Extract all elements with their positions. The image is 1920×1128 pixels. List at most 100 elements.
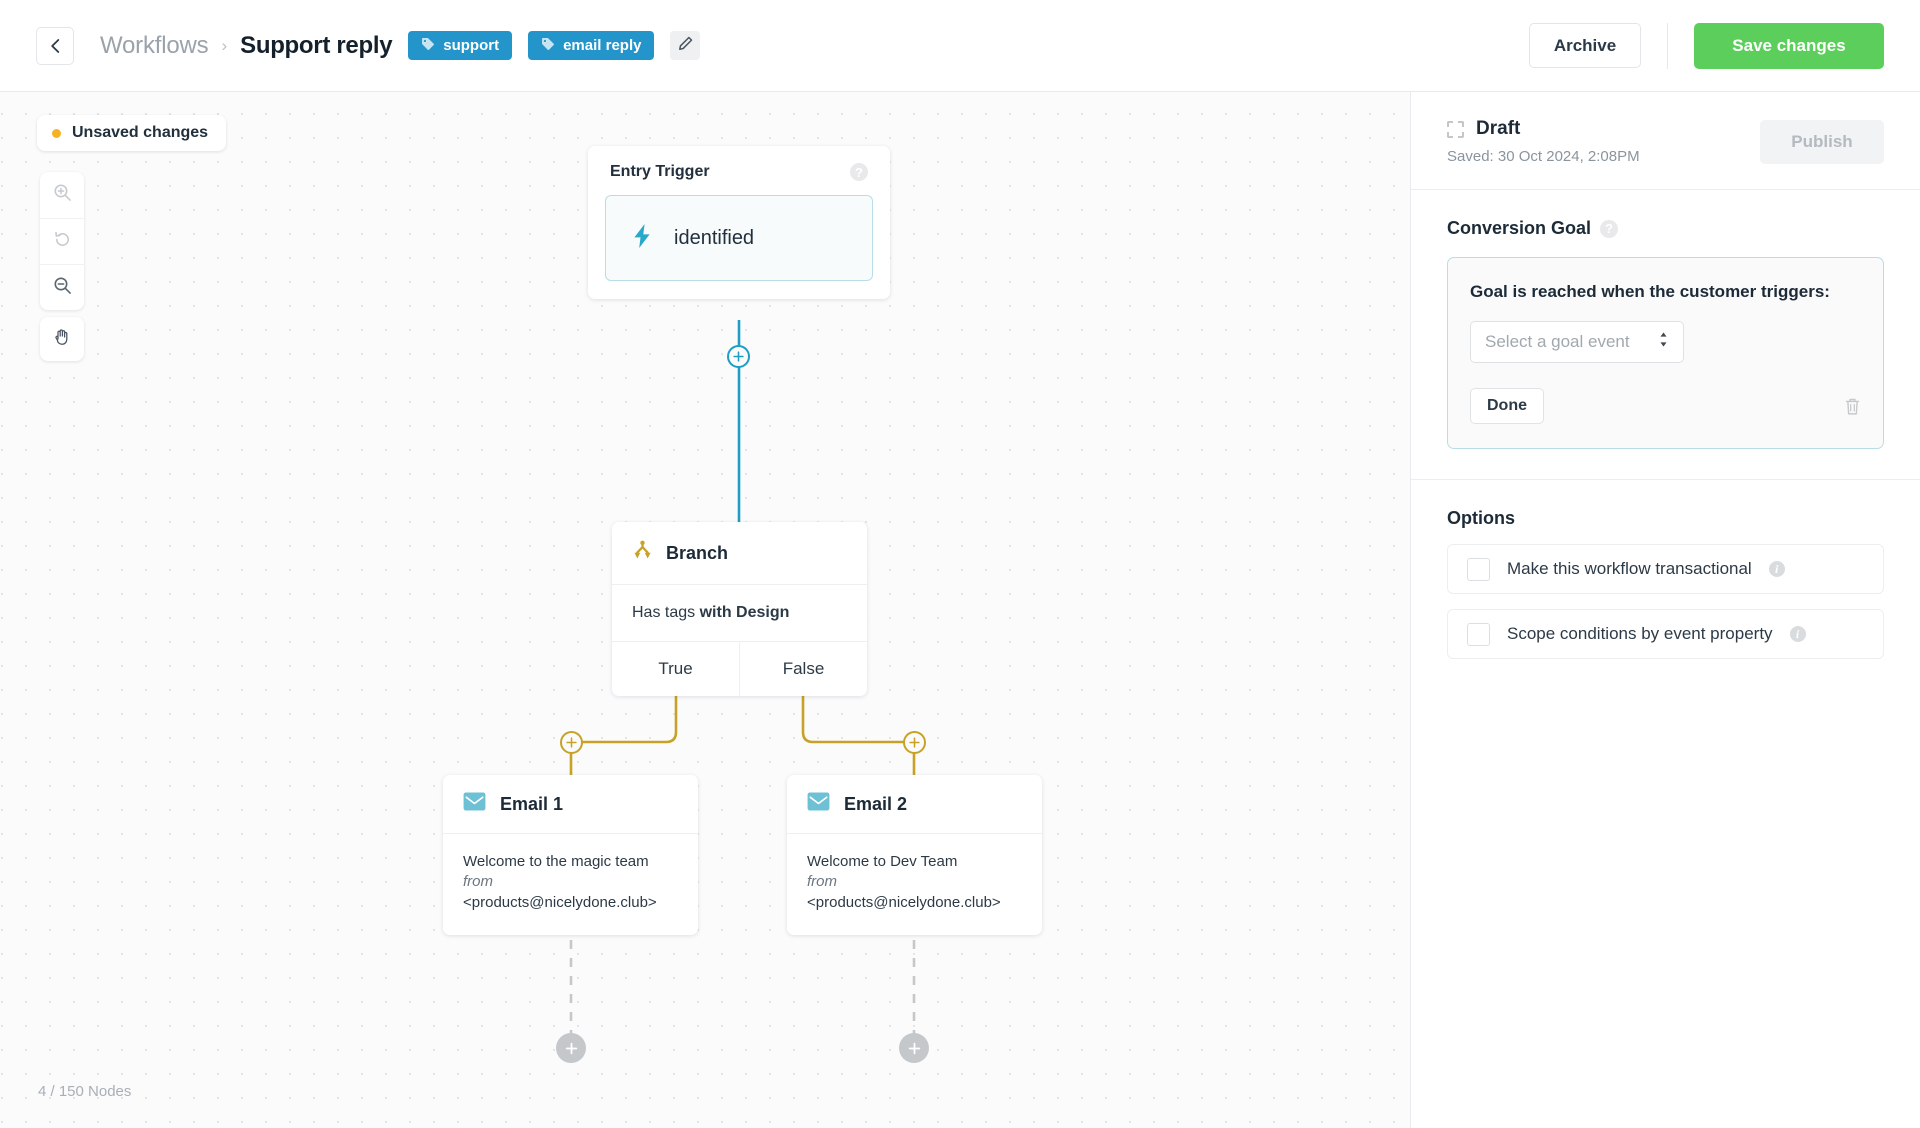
- branch-condition-prefix: Has tags: [632, 604, 696, 621]
- options-section: Options Make this workflow transactional…: [1411, 480, 1920, 659]
- goal-done-button[interactable]: Done: [1470, 388, 1544, 424]
- option-label: Scope conditions by event property: [1507, 624, 1773, 643]
- breadcrumb-separator: ›: [221, 35, 228, 55]
- publish-button[interactable]: Publish: [1760, 120, 1884, 164]
- branch-outputs: True False: [612, 642, 867, 696]
- entry-trigger-title: Entry Trigger: [610, 163, 710, 180]
- question-mark-icon[interactable]: ?: [850, 163, 868, 181]
- add-node-button-branch-false[interactable]: [903, 731, 926, 754]
- unsaved-dot-icon: [52, 128, 61, 138]
- add-node-button-after-email-2[interactable]: [899, 1033, 929, 1063]
- lightning-bolt-icon: [632, 223, 652, 254]
- conversion-goal-title: Conversion Goal: [1447, 218, 1592, 238]
- node-email-2[interactable]: Email 2 Welcome to Dev Team from <produc…: [787, 775, 1042, 935]
- branch-header: Branch: [612, 522, 867, 585]
- email-from-label: from: [807, 873, 837, 891]
- plus-icon: [909, 737, 920, 748]
- top-bar-actions: Archive Save changes: [1529, 22, 1920, 69]
- email-header: Email 2: [787, 775, 1042, 834]
- node-count-label: 4 / 150 Nodes: [38, 1083, 132, 1100]
- node-branch[interactable]: Branch Has tags with Design True False: [612, 522, 867, 696]
- hand-icon: [52, 327, 72, 352]
- zoom-out-button[interactable]: [40, 264, 84, 310]
- zoom-in-icon: [53, 183, 72, 207]
- status-badge: Draft: [1476, 118, 1521, 139]
- page-title: Support reply: [240, 31, 393, 59]
- email-from-address: <products@nicelydone.club>: [463, 893, 657, 911]
- zoom-tool-group: [40, 172, 84, 310]
- top-bar: Workflows › Support reply support email …: [0, 0, 1920, 92]
- canvas-panel-divider: [1410, 92, 1411, 1128]
- email-header: Email 1: [443, 775, 698, 834]
- reset-zoom-button[interactable]: [40, 218, 84, 264]
- email-subject: Welcome to the magic team: [463, 853, 649, 870]
- breadcrumb: Workflows › Support reply: [100, 31, 393, 60]
- option-label: Make this workflow transactional: [1507, 559, 1752, 578]
- tag-pill-support[interactable]: support: [408, 31, 513, 60]
- email-body: Welcome to Dev Team from <products@nicel…: [787, 834, 1042, 935]
- add-node-button-branch-true[interactable]: [560, 731, 583, 754]
- settings-panel: Draft Saved: 30 Oct 2024, 2:08PM Publish…: [1411, 92, 1920, 1128]
- workflow-canvas[interactable]: Unsaved changes: [0, 92, 1410, 1128]
- entry-trigger-header: Entry Trigger ?: [588, 146, 890, 183]
- info-icon[interactable]: i: [1789, 626, 1806, 642]
- branch-output-false[interactable]: False: [739, 642, 867, 696]
- reset-zoom-icon: [53, 230, 72, 254]
- goal-event-select[interactable]: Select a goal event: [1470, 321, 1684, 363]
- updown-chevron-icon: [1658, 331, 1669, 353]
- pan-tool-button[interactable]: [40, 317, 84, 361]
- envelope-icon: [463, 792, 486, 816]
- zoom-out-icon: [53, 276, 72, 300]
- question-mark-icon[interactable]: ?: [1600, 219, 1619, 238]
- option-scope-conditions[interactable]: Scope conditions by event property i: [1447, 609, 1884, 659]
- conversion-goal-prompt: Goal is reached when the customer trigge…: [1470, 282, 1830, 301]
- tag-pill-email-reply[interactable]: email reply: [528, 31, 655, 60]
- branch-condition: Has tags with Design: [612, 585, 867, 642]
- pencil-icon: [678, 36, 693, 56]
- entry-trigger-event-box[interactable]: identified: [605, 195, 873, 281]
- last-saved-label: Saved: 30 Oct 2024, 2:08PM: [1447, 148, 1640, 165]
- unsaved-changes-badge: Unsaved changes: [37, 115, 227, 151]
- breadcrumb-workflows-link[interactable]: Workflows: [100, 31, 209, 59]
- status-line: Draft: [1447, 118, 1640, 140]
- flow-graph: Entry Trigger ? identified: [0, 92, 1410, 1128]
- back-button[interactable]: [36, 26, 74, 65]
- conversion-goal-actions: Done: [1470, 388, 1861, 424]
- plus-icon: [565, 1042, 577, 1054]
- unsaved-changes-label: Unsaved changes: [72, 124, 209, 141]
- edit-tags-button[interactable]: [670, 31, 701, 60]
- branch-icon: [632, 540, 653, 566]
- save-changes-button[interactable]: Save changes: [1694, 22, 1884, 69]
- tag-label: support: [443, 37, 500, 54]
- option-make-transactional[interactable]: Make this workflow transactional i: [1447, 544, 1884, 594]
- panel-divider: [1411, 479, 1920, 480]
- tag-icon: [541, 37, 555, 55]
- branch-output-true[interactable]: True: [658, 659, 693, 678]
- email-title: Email 1: [500, 793, 564, 814]
- toolbar-divider: [1667, 22, 1668, 69]
- dashed-square-icon: [1447, 120, 1464, 138]
- info-icon[interactable]: i: [1768, 561, 1785, 577]
- plus-icon: [566, 737, 577, 748]
- checkbox-scope-conditions[interactable]: [1467, 622, 1490, 646]
- chevron-left-icon: [49, 38, 62, 54]
- node-entry-trigger[interactable]: Entry Trigger ? identified: [588, 146, 890, 299]
- checkbox-make-transactional[interactable]: [1467, 557, 1490, 581]
- panel-divider: [1411, 189, 1920, 190]
- add-node-button-after-entry[interactable]: [727, 345, 750, 368]
- goal-event-select-value: Select a goal event: [1485, 332, 1630, 351]
- plus-icon: [908, 1042, 920, 1054]
- email-from-label: from: [463, 873, 493, 891]
- trash-icon[interactable]: [1844, 397, 1861, 416]
- zoom-in-button[interactable]: [40, 172, 84, 218]
- archive-button[interactable]: Archive: [1529, 23, 1641, 68]
- email-title: Email 2: [844, 793, 908, 814]
- tag-icon: [421, 37, 435, 55]
- conversion-goal-card: Goal is reached when the customer trigge…: [1447, 257, 1884, 449]
- node-email-1[interactable]: Email 1 Welcome to the magic team from <…: [443, 775, 698, 935]
- envelope-icon: [807, 792, 830, 816]
- branch-title: Branch: [666, 542, 729, 563]
- tag-label: email reply: [563, 37, 642, 54]
- plus-icon: [733, 351, 744, 362]
- add-node-button-after-email-1[interactable]: [556, 1033, 586, 1063]
